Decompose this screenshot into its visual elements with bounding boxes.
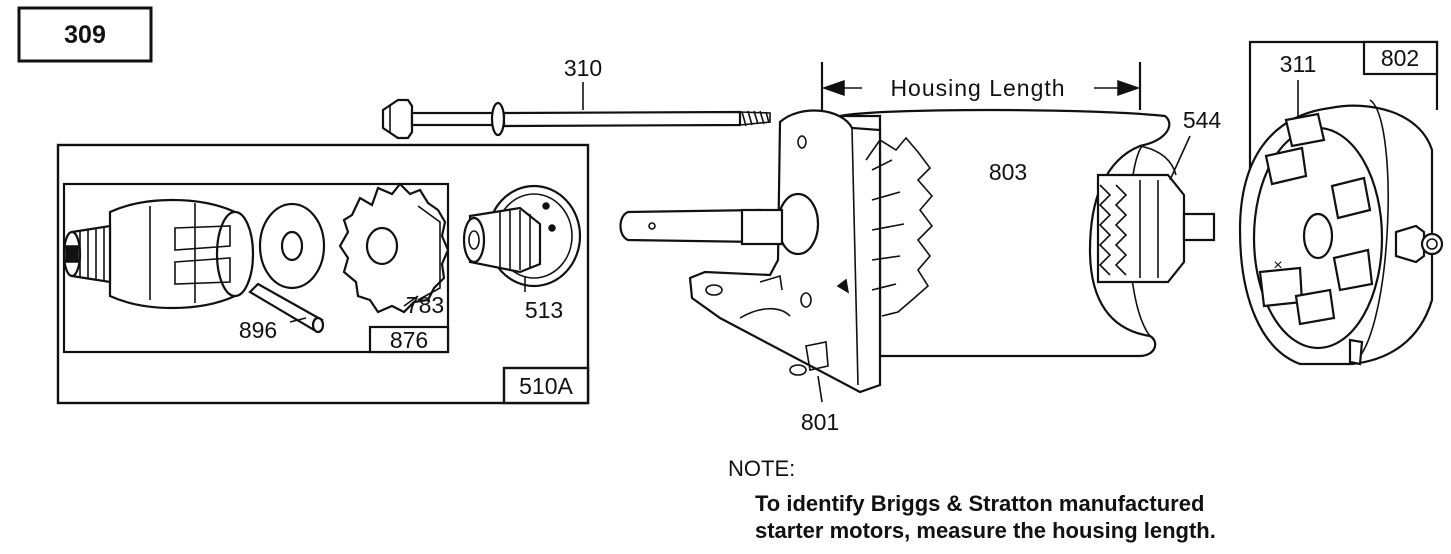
armature-housing: 803 <box>839 108 1177 358</box>
through-bolt <box>381 98 771 140</box>
brush-end-cap: × <box>1238 99 1444 366</box>
armature-windings <box>865 136 934 317</box>
drive-end-cap <box>619 109 882 394</box>
drive-kit-frame: 876 <box>62 182 450 354</box>
leader-896 <box>289 317 307 323</box>
callout-510a: 510A <box>519 373 573 399</box>
leader-783 <box>403 295 419 307</box>
end-cap-frame: 802 311 <box>1248 40 1439 178</box>
leader-801 <box>817 375 823 403</box>
thrust-washer <box>258 202 326 290</box>
callout-802: 802 <box>1381 45 1419 71</box>
callout-803: 803 <box>989 159 1027 185</box>
callout-544: 544 <box>1183 107 1222 133</box>
leader-544 <box>1169 135 1191 181</box>
callout-310: 310 <box>564 55 602 81</box>
callout-513: 513 <box>525 297 563 323</box>
housing-length-dimension: Housing Length <box>820 62 1142 112</box>
commutator <box>1096 173 1216 284</box>
housing-length-label: Housing Length <box>890 75 1065 101</box>
note-body: To identify Briggs & Stratton manufactur… <box>755 490 1216 544</box>
spring-cup <box>462 184 582 288</box>
note-line-2: starter motors, measure the housing leng… <box>755 518 1216 543</box>
callout-783: 783 <box>406 292 444 318</box>
clutch-drive <box>62 198 255 310</box>
note-heading: NOTE: <box>728 456 796 481</box>
drive-assembly-frame: 510A <box>56 143 590 405</box>
callout-801: 801 <box>801 409 839 435</box>
callout-311: 311 <box>1280 51 1317 77</box>
figure-number: 309 <box>64 21 106 49</box>
x-mark: × <box>1273 257 1282 274</box>
note-line-1: To identify Briggs & Stratton manufactur… <box>755 491 1205 516</box>
figure-number-box: 309 <box>17 6 153 63</box>
callout-896: 896 <box>239 317 277 343</box>
callout-876: 876 <box>390 327 428 353</box>
drive-gear <box>338 182 450 314</box>
